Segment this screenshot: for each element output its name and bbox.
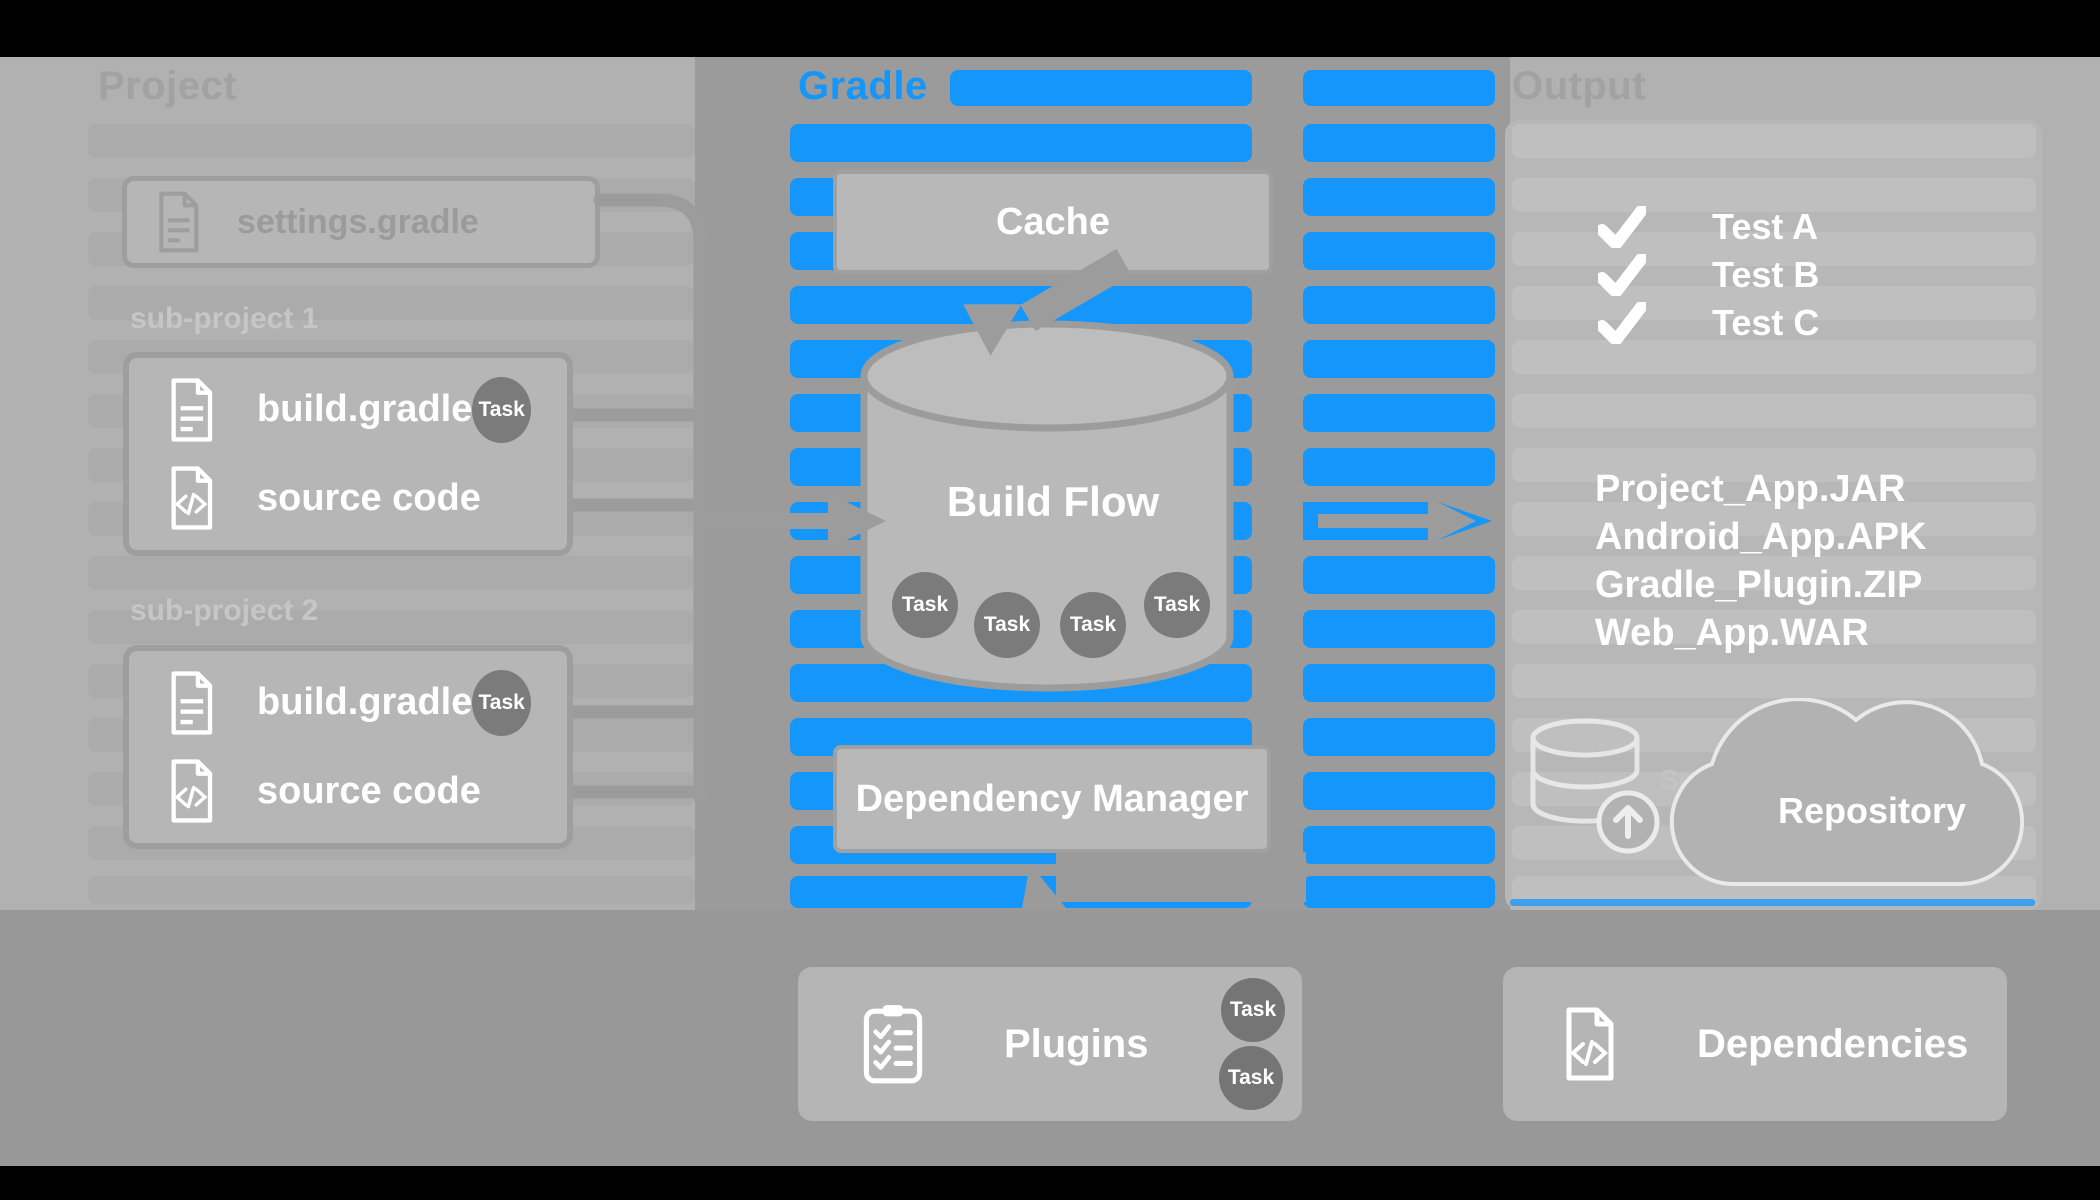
- stripe: [1303, 610, 1495, 648]
- test-result-row: Test C: [1598, 302, 1819, 344]
- checkmark-icon: [1598, 302, 1646, 344]
- stripe: [1303, 448, 1495, 486]
- file-label: build.gradle: [257, 388, 473, 431]
- letterbox-top: [0, 0, 2100, 57]
- cache-label: Cache: [995, 200, 1111, 243]
- code-file-icon: [1559, 1004, 1619, 1084]
- stripe: [790, 124, 1252, 162]
- checkmark-icon: [1598, 254, 1646, 296]
- build-flow-label: Build Flow: [946, 478, 1160, 525]
- task-circle[interactable]: Task: [1060, 592, 1126, 658]
- stripe: [1303, 664, 1495, 702]
- repository-cloud[interactable]: [1650, 698, 2050, 893]
- plugins-box[interactable]: Plugins: [798, 967, 1302, 1121]
- stripe: [88, 876, 695, 904]
- output-section-title: Output: [1512, 64, 1647, 108]
- repository-label: Repository: [1777, 790, 1967, 831]
- test-label: Test A: [1712, 206, 1819, 247]
- artifact-label: Android_App.APK: [1595, 516, 1927, 558]
- stripe: [1512, 610, 2036, 644]
- stripe: [88, 556, 695, 590]
- stripe: [1303, 826, 1495, 864]
- checkmark-icon: [1598, 206, 1646, 248]
- stripe: [1512, 286, 2036, 320]
- settings-file-label: settings.gradle: [237, 202, 479, 241]
- gradle-section-title: Gradle: [798, 64, 928, 108]
- stripe: [1303, 718, 1495, 756]
- stripe: [1303, 394, 1495, 432]
- stripe: [1303, 772, 1495, 810]
- stripe: [1512, 502, 2036, 536]
- task-circle[interactable]: Task: [1221, 978, 1285, 1042]
- artifact-label: Web_App.WAR: [1595, 612, 1869, 654]
- dependencies-label: Dependencies: [1697, 1021, 1969, 1066]
- stripe: [950, 70, 1252, 106]
- stripe: [1303, 556, 1495, 594]
- code-file-icon: [165, 757, 217, 825]
- stripe: [1303, 70, 1495, 106]
- document-icon: [153, 190, 203, 254]
- artifact-label: Project_App.JAR: [1595, 468, 1906, 510]
- stripe: [1512, 394, 2036, 428]
- subproject-1-label: sub-project 1: [130, 302, 319, 335]
- stripe: [88, 124, 695, 158]
- stripe: [1303, 876, 1495, 908]
- project-section-title: Project: [98, 64, 238, 108]
- test-result-row: Test A: [1598, 206, 1818, 248]
- task-circle[interactable]: Task: [1144, 572, 1210, 638]
- source-code-row[interactable]: source code: [129, 748, 567, 834]
- stripe: [1512, 340, 2036, 374]
- stripe: [1512, 664, 2036, 698]
- stripe: [1512, 448, 2036, 482]
- build-gradle-row[interactable]: build.gradle Task: [129, 660, 567, 746]
- stripe: [1303, 178, 1495, 216]
- test-result-row: Test B: [1598, 254, 1819, 296]
- stripe: [1512, 232, 2036, 266]
- plugins-label: Plugins: [1004, 1021, 1149, 1066]
- clipboard-checklist-icon: [860, 1001, 926, 1087]
- task-badge[interactable]: Task: [472, 376, 531, 443]
- stripe: [1303, 340, 1495, 378]
- dependency-manager-box[interactable]: Dependency Manager: [833, 745, 1271, 853]
- stripe: [1303, 124, 1495, 162]
- task-circle[interactable]: Task: [1219, 1046, 1283, 1110]
- subproject-2-label: sub-project 2: [130, 594, 319, 627]
- task-circle[interactable]: Task: [892, 572, 958, 638]
- build-gradle-row[interactable]: build.gradle Task: [129, 367, 567, 453]
- dependency-manager-label: Dependency Manager: [855, 777, 1249, 820]
- letterbox-bottom: [0, 1166, 2100, 1200]
- task-circle[interactable]: Task: [974, 592, 1040, 658]
- dependency-manager-shadow: [1056, 852, 1306, 902]
- source-code-row[interactable]: source code: [129, 455, 567, 541]
- subproject-2-box[interactable]: build.gradle Task source code: [123, 645, 573, 849]
- file-label: source code: [257, 476, 481, 519]
- cache-box[interactable]: Cache: [833, 170, 1273, 274]
- subproject-1-box[interactable]: build.gradle Task source code: [123, 352, 573, 556]
- stripe: [1303, 232, 1495, 270]
- dependencies-box[interactable]: Dependencies: [1503, 967, 2007, 1121]
- file-label: build.gradle: [257, 681, 473, 724]
- code-file-icon: [165, 464, 217, 532]
- task-badge[interactable]: Task: [472, 669, 531, 736]
- artifact-label: Gradle_Plugin.ZIP: [1595, 564, 1923, 606]
- server-database-icon: [1530, 718, 1660, 854]
- document-icon: [165, 376, 217, 444]
- stripe: [1512, 178, 2036, 212]
- stripe: [1512, 124, 2036, 158]
- stripe: [1512, 556, 2036, 590]
- stripe: [1303, 286, 1495, 324]
- settings-gradle-box[interactable]: settings.gradle: [122, 176, 600, 268]
- test-label: Test C: [1712, 302, 1820, 343]
- document-icon: [165, 669, 217, 737]
- file-label: source code: [257, 769, 481, 812]
- test-label: Test B: [1712, 254, 1820, 295]
